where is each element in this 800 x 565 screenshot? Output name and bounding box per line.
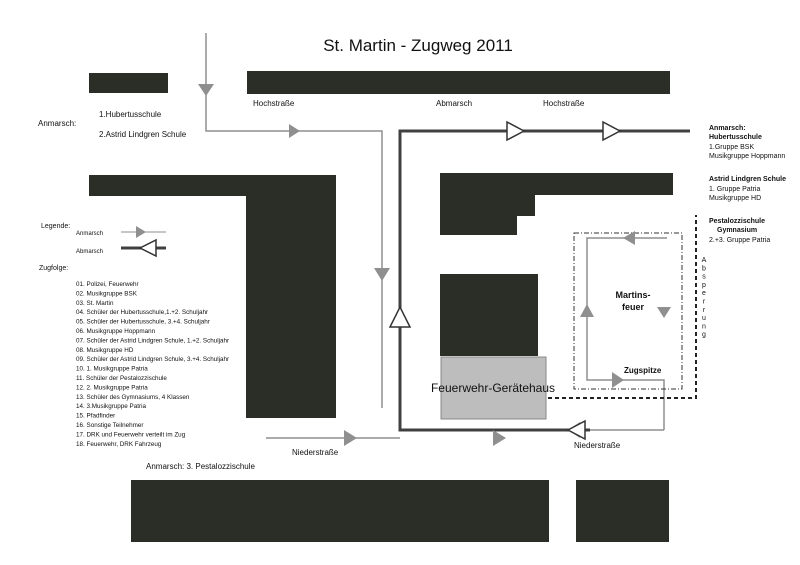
zugfolge-item: 11. Schüler der Pestalozzischule [76, 375, 167, 382]
zugfolge-item: 18. Feuerwehr, DRK Fahrzeug [76, 441, 162, 448]
zugspitze-label: Zugspitze [624, 366, 662, 375]
street-label-hochstrasse: Hochstraße [543, 99, 585, 108]
anmarsch-arrow [657, 307, 671, 318]
zugfolge-item: 16. Sonstige Teilnehmer [76, 422, 143, 429]
anmarsch-arrow [493, 430, 506, 446]
zugfolge-item: 03. St. Martin [76, 300, 114, 307]
zugfolge-title: Zugfolge: [39, 265, 68, 272]
zugfolge-item: 15. Pfadfinder [76, 413, 115, 420]
anmarsch-arrow [612, 372, 624, 388]
street-label-abmarsch: Abmarsch [436, 99, 472, 108]
zugfolge-item: 04. Schüler der Hubertusschule,1.+2. Sch… [76, 309, 208, 316]
note-title: Hubertusschule [709, 134, 762, 141]
note-title: Astrid Lindgren Schule [709, 176, 786, 183]
legend-abmarsch-arrow-icon [138, 238, 157, 258]
note-hubertusschule: Anmarsch: Hubertusschule 1.Gruppe BSK Mu… [709, 125, 785, 160]
anmarsch-label: Anmarsch: [38, 119, 76, 128]
building-block [131, 480, 549, 542]
geraetehaus-label: Feuerwehr-Gerätehaus [431, 381, 555, 395]
zugfolge-item: 09. Schüler der Astrid Lindgren Schule, … [76, 356, 229, 363]
absperrung-line [548, 215, 697, 399]
abmarsch-arrow [388, 305, 412, 328]
absperrung-area [573, 232, 683, 390]
zugfolge-item: 07. Schüler der Astrid Lindgren Schule, … [76, 337, 229, 344]
zugfolge-item: 02. Musikgruppe BSK [76, 290, 138, 297]
note-pestalozzi: Pestalozzischule Gymnasium 2.+3. Gruppe … [709, 218, 770, 244]
page-title: St. Martin - Zugweg 2011 [323, 36, 513, 55]
street-label-hochstrasse: Hochstraße [253, 99, 295, 108]
abmarsch-arrow [566, 419, 586, 441]
legend-abmarsch-label: Abmarsch [76, 249, 103, 255]
legend-anmarsch-label: Anmarsch [76, 231, 103, 237]
building-block [440, 173, 517, 235]
note-astrid-lindgren: Astrid Lindgren Schule 1. Gruppe Patria … [709, 176, 786, 202]
note-line: 1. Gruppe Patria [709, 186, 760, 193]
zugfolge-item: 17. DRK und Feuerwehr verteilt im Zug [76, 431, 186, 438]
note-title: Gymnasium [717, 227, 757, 234]
anmarsch-school-1: 1.Hubertusschule [99, 110, 162, 119]
anmarsch-school-2: 2.Astrid Lindgren Schule [99, 130, 187, 139]
note-line: 2.+3. Gruppe Patria [709, 237, 770, 244]
martinsfeuer-label: Martins- [615, 290, 650, 300]
zugfolge-item: 10. 1. Musikgruppe Patria [76, 366, 148, 373]
note-line: Musikgruppe HD [709, 195, 761, 202]
anmarsch-pestalozzi: Anmarsch: 3. Pestalozzischule [146, 462, 255, 471]
legend-anmarsch-arrow-icon [136, 226, 146, 238]
zugfolge-item: 06. Musikgruppe Hoppmann [76, 328, 156, 335]
note-title: Anmarsch: [709, 125, 746, 132]
building-block [247, 71, 670, 94]
abmarsch-arrow [506, 120, 526, 142]
zugfolge-item: 14. 3.Musikgruppe Patria [76, 403, 147, 410]
street-label-niederstrasse: Niederstraße [574, 441, 621, 450]
geraetehaus-building [440, 356, 547, 420]
zugfolge-item: 05. Schüler der Hubertusschule, 3.+4. Sc… [76, 319, 210, 326]
anmarsch-arrow [374, 268, 390, 281]
anmarsch-arrow [344, 430, 357, 446]
anmarsch-arrow [580, 304, 594, 317]
zugfolge-list: 01. Polizei, Feuerwehr 02. Musikgruppe BS… [76, 281, 229, 448]
zugfolge-item: 01. Polizei, Feuerwehr [76, 281, 139, 288]
building-block [246, 175, 336, 418]
building-block [89, 73, 168, 93]
building-block [576, 480, 669, 542]
anmarsch-arrow [198, 84, 214, 96]
legend-title: Legende: [41, 223, 70, 230]
note-line: Musikgruppe Hoppmann [709, 153, 785, 160]
anmarsch-route-martinsfeuer [586, 237, 667, 430]
building-block [440, 274, 538, 356]
anmarsch-arrow [289, 124, 300, 138]
zugfolge-item: 13. Schüler des Gymnasiums, 4 Klassen [76, 394, 190, 401]
anmarsch-arrow [623, 231, 635, 245]
note-line: 1.Gruppe BSK [709, 144, 754, 151]
street-label-niederstrasse: Niederstraße [292, 448, 339, 457]
martinsfeuer-label: feuer [622, 302, 645, 312]
zugfolge-item: 12. 2. Musikgruppe Patria [76, 384, 148, 391]
abmarsch-arrow [602, 120, 622, 142]
note-title: Pestalozzischule [709, 218, 765, 225]
zugfolge-item: 08. Musikgruppe HD [76, 347, 134, 354]
